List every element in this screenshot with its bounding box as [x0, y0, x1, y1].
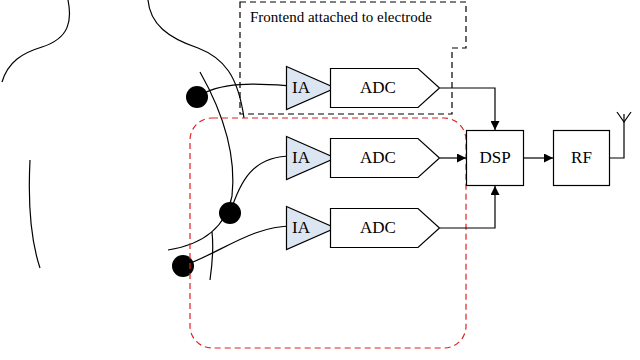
amplifier-triangle: IA	[286, 66, 336, 110]
right-shoulder	[148, 0, 244, 118]
electrode-wire	[183, 226, 292, 266]
adc-block: ADC	[330, 68, 440, 108]
group-outline	[190, 118, 466, 348]
adc-block: ADC	[330, 208, 440, 248]
block-label: DSP	[479, 149, 510, 168]
electrode	[186, 86, 208, 108]
electrode	[219, 202, 241, 224]
rf-box: RF	[553, 130, 610, 186]
torso-outline	[2, 0, 244, 280]
adc-outline	[331, 139, 440, 178]
amplifier-triangle: IA	[286, 206, 336, 250]
electrode-wire	[230, 156, 292, 213]
electrode-wires	[183, 84, 292, 266]
signal-connector	[440, 186, 495, 228]
connectors	[330, 88, 553, 228]
frontend-frame: IA ADC Frontend attached to electrode	[240, 2, 466, 115]
amplifier-outline	[287, 207, 336, 250]
adc-outline	[331, 209, 440, 248]
left-shoulder	[2, 0, 70, 82]
block-label: ADC	[360, 79, 396, 98]
electrodes	[172, 86, 241, 277]
box-outline	[467, 131, 524, 186]
block-label: IA	[292, 149, 310, 168]
adc-outline	[331, 69, 440, 108]
dsp-box: DSP	[466, 130, 524, 186]
signal-connector	[524, 157, 553, 158]
amplifier-outline	[287, 137, 336, 180]
right-side	[210, 232, 213, 280]
antenna-symbol	[617, 112, 631, 122]
box-outline	[554, 131, 610, 186]
signal-connector	[440, 157, 466, 158]
electrode-wire	[197, 84, 292, 97]
block-label: IA	[292, 219, 310, 238]
block-label: ADC	[360, 219, 396, 238]
left-side	[29, 160, 40, 268]
block-label: ADC	[360, 149, 396, 168]
group-label: Frontend attached to electrode	[250, 8, 432, 28]
frame-outline	[240, 2, 466, 114]
chest-curve	[168, 72, 233, 250]
electrode	[172, 255, 194, 277]
antenna-feed	[610, 114, 624, 158]
amplifier-triangle: IA	[286, 136, 336, 180]
block-label: IA	[292, 79, 310, 98]
adc-block: ADC	[330, 138, 440, 178]
amplifier-outline	[287, 67, 336, 110]
signal-connector	[440, 88, 495, 130]
antenna	[610, 112, 631, 158]
block-label: RF	[571, 149, 592, 168]
